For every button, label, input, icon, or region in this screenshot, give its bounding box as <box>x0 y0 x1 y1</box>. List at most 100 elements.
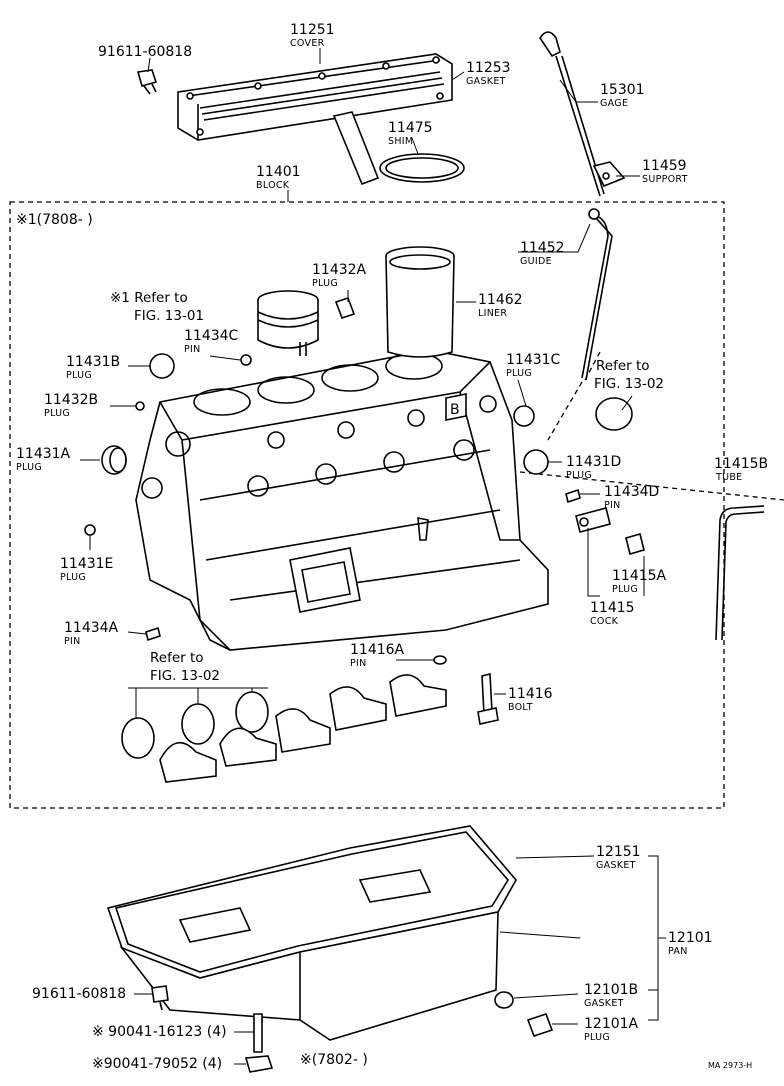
label-block: 11401 BLOCK <box>256 164 301 191</box>
plug-12101a-drawing <box>526 1012 554 1038</box>
label-guide: 11452 GUIDE <box>520 240 565 267</box>
label-pin-11434d: 11434D PIN <box>604 484 659 511</box>
pin-11434d-name: PIN <box>604 500 621 511</box>
block-name: BLOCK <box>256 180 290 191</box>
gage-drawing <box>539 31 605 197</box>
pin-11434a-name: PIN <box>64 636 81 647</box>
plug-11432a-name: PLUG <box>312 278 338 289</box>
support-number: 11459 <box>642 158 687 174</box>
support-drawing <box>592 161 626 188</box>
label-nut: ※90041-79052 (4) <box>92 1056 222 1072</box>
leader-lines <box>80 48 666 1065</box>
shim-number: 11475 <box>388 120 433 136</box>
bearing-caps-drawing <box>121 674 447 783</box>
label-plug-11432a: 11432A PLUG <box>312 262 367 289</box>
cover-bolt-drawing <box>136 69 158 95</box>
plug-11431c-name: PLUG <box>506 368 532 379</box>
plug-11431a-name: PLUG <box>16 462 42 473</box>
ref-bearing: Refer to FIG. 13-02 <box>150 650 220 684</box>
label-gasket-pan: 12151 GASKET <box>596 844 641 871</box>
cover-drawing <box>177 53 453 186</box>
gasket-12101b-drawing <box>494 991 514 1009</box>
guide-drawing <box>581 208 613 381</box>
plug-ref-line2: FIG. 13-02 <box>594 376 664 392</box>
block-range-note: ※1(7808- ) <box>16 212 93 228</box>
plug-ref-line1: Refer to <box>596 358 650 374</box>
label-bolt-11416: 11416 BOLT <box>508 686 553 713</box>
plug-11431b-number: 11431B <box>66 354 120 370</box>
pin-11416a-name: PIN <box>350 658 367 669</box>
label-gage: 15301 GAGE <box>600 82 645 109</box>
pin-11434a-number: 11434A <box>64 620 119 636</box>
pan-range-note: ※(7802- ) <box>300 1052 368 1068</box>
pin-11434c-drawing <box>240 354 252 366</box>
plug-11431e-name: PLUG <box>60 572 86 583</box>
tube-name: TUBE <box>715 472 742 483</box>
label-cover-bolt: 91611-60818 <box>98 44 192 60</box>
shim-name: SHIM <box>388 136 413 147</box>
cover-bolt-number: 91611-60818 <box>98 44 192 60</box>
liner-number: 11462 <box>478 292 523 308</box>
gasket-12101b-number: 12101B <box>584 982 638 998</box>
plug-11415a-drawing <box>625 533 645 555</box>
plug-11432a-number: 11432A <box>312 262 367 278</box>
plug-11431b-drawing <box>149 353 175 379</box>
label-shim: 11475 SHIM <box>388 120 433 147</box>
piston-ref-line2: FIG. 13-01 <box>134 308 204 324</box>
bolt-11416-name: BOLT <box>508 702 533 713</box>
bearing-ref-line1: Refer to <box>150 650 204 666</box>
pin-11416a-drawing <box>433 655 447 665</box>
plug-11431a-number: 11431A <box>16 446 71 462</box>
gasket-12101b-name: GASKET <box>584 998 624 1009</box>
plug-11432a-drawing <box>334 296 356 320</box>
label-pan: 12101 PAN <box>668 930 713 957</box>
gasket-pan-name: GASKET <box>596 860 636 871</box>
tube-number: 11415B <box>714 456 768 472</box>
pan-drawing <box>119 869 499 1041</box>
plug-11431a-drawing <box>101 445 127 475</box>
label-gasket-cover: 11253 GASKET <box>466 60 511 87</box>
pan-number: 12101 <box>668 930 713 946</box>
gasket-cover-name: GASKET <box>466 76 506 87</box>
pin-11416a-number: 11416A <box>350 642 405 658</box>
pin-11434d-drawing <box>565 488 581 504</box>
block-group-boundary <box>9 201 784 809</box>
pin-11434c-name: PIN <box>184 344 201 355</box>
plug-11431e-number: 11431E <box>60 556 113 572</box>
plug-11432b-drawing <box>135 401 145 411</box>
plug-11431c-number: 11431C <box>506 352 561 368</box>
stud-drawing <box>253 1013 263 1053</box>
plug-11431d-number: 11431D <box>566 454 621 470</box>
cock-number: 11415 <box>590 600 635 616</box>
plug-11415a-number: 11415A <box>612 568 667 584</box>
pin-11434d-number: 11434D <box>604 484 659 500</box>
plug-11415a-name: PLUG <box>612 584 638 595</box>
label-pin-11416a: 11416A PIN <box>350 642 405 669</box>
label-plug-11431e: 11431E PLUG <box>60 556 113 583</box>
label-plug-12101a: 12101A PLUG <box>584 1016 639 1043</box>
cover-name: COVER <box>290 38 325 49</box>
label-cock: 11415 COCK <box>590 600 635 627</box>
plug-12101a-name: PLUG <box>584 1032 610 1043</box>
gage-number: 15301 <box>600 82 645 98</box>
nut-drawing <box>244 1055 274 1073</box>
label-support: 11459 SUPPORT <box>642 158 687 185</box>
label-plug-11431d: 11431D PLUG <box>566 454 621 481</box>
label-plug-11431b: 11431B PLUG <box>66 354 120 381</box>
label-tube: 11415B TUBE <box>714 456 768 483</box>
label-cover: 11251 COVER <box>290 22 335 49</box>
piston-drawing <box>257 290 319 356</box>
guide-number: 11452 <box>520 240 565 256</box>
drawing-code: MA 2973-H <box>708 1061 752 1070</box>
plug-11431c-drawing <box>513 405 535 427</box>
plug-11432b-name: PLUG <box>44 408 70 419</box>
label-stud: ※ 90041-16123 (4) <box>92 1024 227 1040</box>
cock-drawing <box>575 507 611 533</box>
stud-number: ※ 90041-16123 (4) <box>92 1024 227 1040</box>
pin-11434c-number: 11434C <box>184 328 239 344</box>
bolt-11416-number: 11416 <box>508 686 553 702</box>
block-drawing: B <box>135 349 549 651</box>
bearing-ref-line2: FIG. 13-02 <box>150 668 220 684</box>
label-plug-11431a: 11431A PLUG <box>16 446 71 473</box>
